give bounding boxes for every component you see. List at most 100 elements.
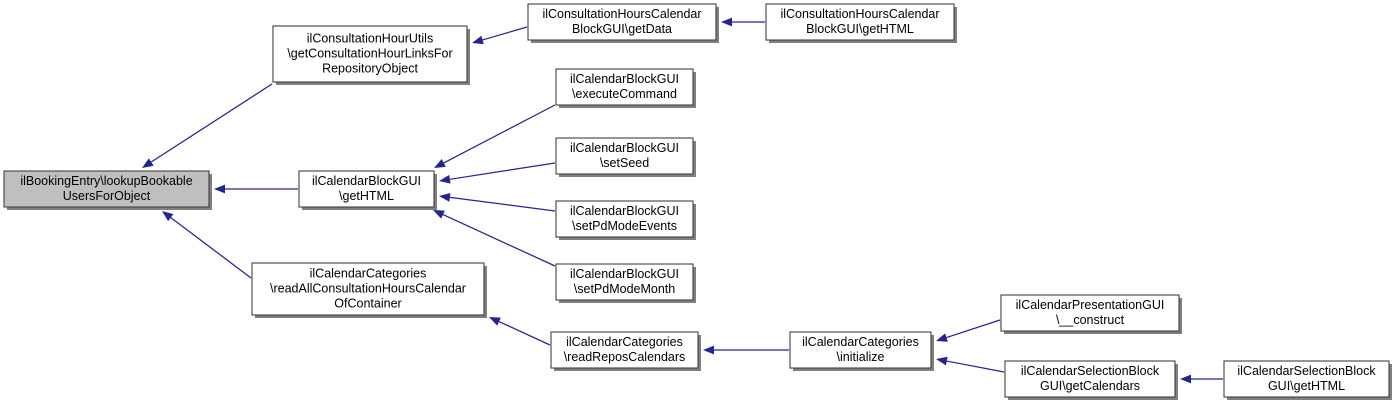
node-label-line: BlockGUI\getHTML — [806, 22, 914, 36]
node-label-line: ilBookingEntry\lookupBookable — [20, 174, 192, 188]
edge-arrowhead — [214, 184, 225, 194]
edge-line — [482, 26, 528, 41]
node-label-line: \setPdModeMonth — [574, 282, 675, 296]
node-box[interactable] — [789, 331, 932, 369]
edge-line — [498, 321, 551, 346]
edge-ConsultationHoursCalendarBlockGUI_getData-to-getConsultationHourLinksForRepositoryObject — [472, 26, 528, 45]
node-label-line: \getConsultationHourLinksFor — [287, 46, 452, 60]
edge-ilCalendarSelectionBlockGUI_getHTML-to-ilCalendarSelectionBlockGUI_getCalendars — [1180, 374, 1223, 384]
node-label-line: ilConsultationHoursCalendar — [780, 7, 939, 21]
node-box[interactable] — [765, 3, 955, 41]
node-box[interactable] — [1223, 360, 1390, 398]
edges-layer — [142, 17, 1223, 384]
edge-arrowhead — [472, 35, 484, 45]
edge-line — [150, 83, 273, 163]
node-ilCalendarPresentationGUI_construct[interactable]: ilCalendarPresentationGUI\__construct — [1000, 294, 1182, 334]
node-box[interactable] — [1004, 360, 1176, 398]
node-label-line: ilCalendarBlockGUI — [570, 267, 679, 281]
node-label-line: GUI\getHTML — [1268, 379, 1345, 393]
edge-getConsultationHourLinksForRepositoryObject-to-lookupBookableUsersForObject — [142, 83, 273, 168]
node-label-line: ilCalendarBlockGUI — [570, 72, 679, 86]
edge-arrowhead — [439, 193, 451, 202]
node-label-line: \readReposCalendars — [564, 350, 686, 364]
edge-ilCalendarPresentationGUI_construct-to-ilCalendarCategories_initialize — [936, 319, 1001, 342]
node-label-line: OfContainer — [334, 296, 401, 310]
edge-line — [449, 162, 556, 180]
node-label-line: BlockGUI\getData — [572, 22, 672, 36]
node-ConsultationHoursCalendarBlockGUI_getHTML[interactable]: ilConsultationHoursCalendarBlockGUI\getH… — [765, 3, 957, 43]
edge-ConsultationHoursCalendarBlockGUI_getHTML-to-ConsultationHoursCalendarBlockGUI_getData — [721, 17, 765, 27]
node-label-line: \__construct — [1056, 313, 1125, 327]
node-box[interactable] — [527, 3, 717, 41]
node-ilCalendarCategories_initialize[interactable]: ilCalendarCategories\initialize — [789, 331, 934, 371]
node-ilCalendarBlockGUI_setPdModeMonth[interactable]: ilCalendarBlockGUI\setPdModeMonth — [555, 263, 696, 303]
node-label-line: \readAllConsultationHoursCalendar — [270, 281, 466, 295]
node-box[interactable] — [555, 137, 694, 175]
node-label-line: \setPdModeEvents — [572, 219, 677, 233]
node-ilCalendarCategories_readReposCalendars[interactable]: ilCalendarCategories\readReposCalendars — [550, 331, 701, 371]
edge-arrowhead — [721, 17, 732, 27]
edge-ilCalendarBlockGUI_setPdModeEvents-to-ilCalendarBlockGUI_getHTML — [439, 193, 556, 212]
edge-ilCalendarBlockGUI_executeCommand-to-ilCalendarBlockGUI_getHTML — [434, 104, 556, 168]
node-box[interactable] — [272, 25, 468, 83]
node-box[interactable] — [555, 200, 694, 238]
node-label-line: \getHTML — [339, 189, 394, 203]
edge-line — [170, 217, 252, 279]
edge-arrowhead — [1180, 374, 1191, 384]
node-ilCalendarBlockGUI_executeCommand[interactable]: ilCalendarBlockGUI\executeCommand — [555, 68, 696, 108]
node-label-line: \initialize — [837, 350, 885, 364]
node-label-line: UsersForObject — [63, 189, 151, 203]
edge-arrowhead — [439, 174, 451, 184]
node-label-line: GUI\getCalendars — [1040, 379, 1140, 393]
node-ilCalendarBlockGUI_getHTML[interactable]: ilCalendarBlockGUI\getHTML — [298, 170, 437, 210]
edge-arrowhead — [703, 345, 714, 355]
node-label-line: ilCalendarSelectionBlock — [1021, 364, 1160, 378]
node-label-line: \executeCommand — [572, 87, 677, 101]
node-label-line: ilCalendarCategories — [802, 335, 919, 349]
node-label-line: ilCalendarCategories — [566, 335, 683, 349]
edge-ilCalendarCategories_readReposCalendars-to-readAllConsultationHoursCalendarOfContainer — [489, 317, 551, 346]
node-box[interactable] — [1000, 294, 1180, 332]
node-ilCalendarBlockGUI_setSeed[interactable]: ilCalendarBlockGUI\setSeed — [555, 137, 696, 177]
node-label-line: ilCalendarSelectionBlock — [1237, 364, 1376, 378]
node-box[interactable] — [550, 331, 699, 369]
edge-arrowhead — [936, 356, 948, 366]
edge-ilCalendarBlockGUI_getHTML-to-lookupBookableUsersForObject — [214, 184, 298, 194]
edge-line — [946, 319, 1001, 339]
node-box[interactable] — [555, 263, 694, 301]
edge-readAllConsultationHoursCalendarOfContainer-to-lookupBookableUsersForObject — [162, 211, 252, 279]
nodes-layer: ilBookingEntry\lookupBookableUsersForObj… — [3, 3, 1392, 400]
node-label-line: ilCalendarBlockGUI — [570, 141, 679, 155]
node-label-line: \setSeed — [600, 156, 649, 170]
node-label-line: ilConsultationHoursCalendar — [542, 7, 701, 21]
node-ConsultationHoursCalendarBlockGUI_getData[interactable]: ilConsultationHoursCalendarBlockGUI\getD… — [527, 3, 719, 43]
node-box[interactable] — [3, 170, 210, 208]
edge-arrowhead — [936, 333, 948, 342]
node-label-line: ilCalendarBlockGUI — [570, 204, 679, 218]
edge-ilCalendarSelectionBlockGUI_getCalendars-to-ilCalendarCategories_initialize — [936, 356, 1005, 373]
node-box[interactable] — [251, 262, 485, 316]
node-ilCalendarBlockGUI_setPdModeEvents[interactable]: ilCalendarBlockGUI\setPdModeEvents — [555, 200, 696, 240]
edge-line — [443, 104, 556, 164]
node-label-line: ilCalendarBlockGUI — [312, 174, 421, 188]
node-label-line: RepositoryObject — [322, 61, 418, 75]
edge-line — [442, 214, 556, 267]
node-label-line: ilConsultationHourUtils — [307, 31, 433, 45]
edge-ilCalendarBlockGUI_setSeed-to-ilCalendarBlockGUI_getHTML — [439, 162, 556, 184]
node-getConsultationHourLinksForRepositoryObject[interactable]: ilConsultationHourUtils\getConsultationH… — [272, 25, 470, 85]
edge-ilCalendarBlockGUI_setPdModeMonth-to-ilCalendarBlockGUI_getHTML — [433, 210, 556, 267]
node-readAllConsultationHoursCalendarOfContainer[interactable]: ilCalendarCategories\readAllConsultation… — [251, 262, 487, 318]
node-box[interactable] — [298, 170, 435, 208]
edge-arrowhead — [433, 210, 445, 219]
edge-arrowhead — [434, 159, 446, 168]
edge-arrowhead — [489, 317, 501, 326]
node-label-line: ilCalendarCategories — [310, 266, 427, 280]
node-box[interactable] — [555, 68, 694, 106]
edge-line — [946, 360, 1005, 373]
node-lookupBookableUsersForObject[interactable]: ilBookingEntry\lookupBookableUsersForObj… — [3, 170, 212, 210]
node-label-line: ilCalendarPresentationGUI — [1016, 298, 1165, 312]
